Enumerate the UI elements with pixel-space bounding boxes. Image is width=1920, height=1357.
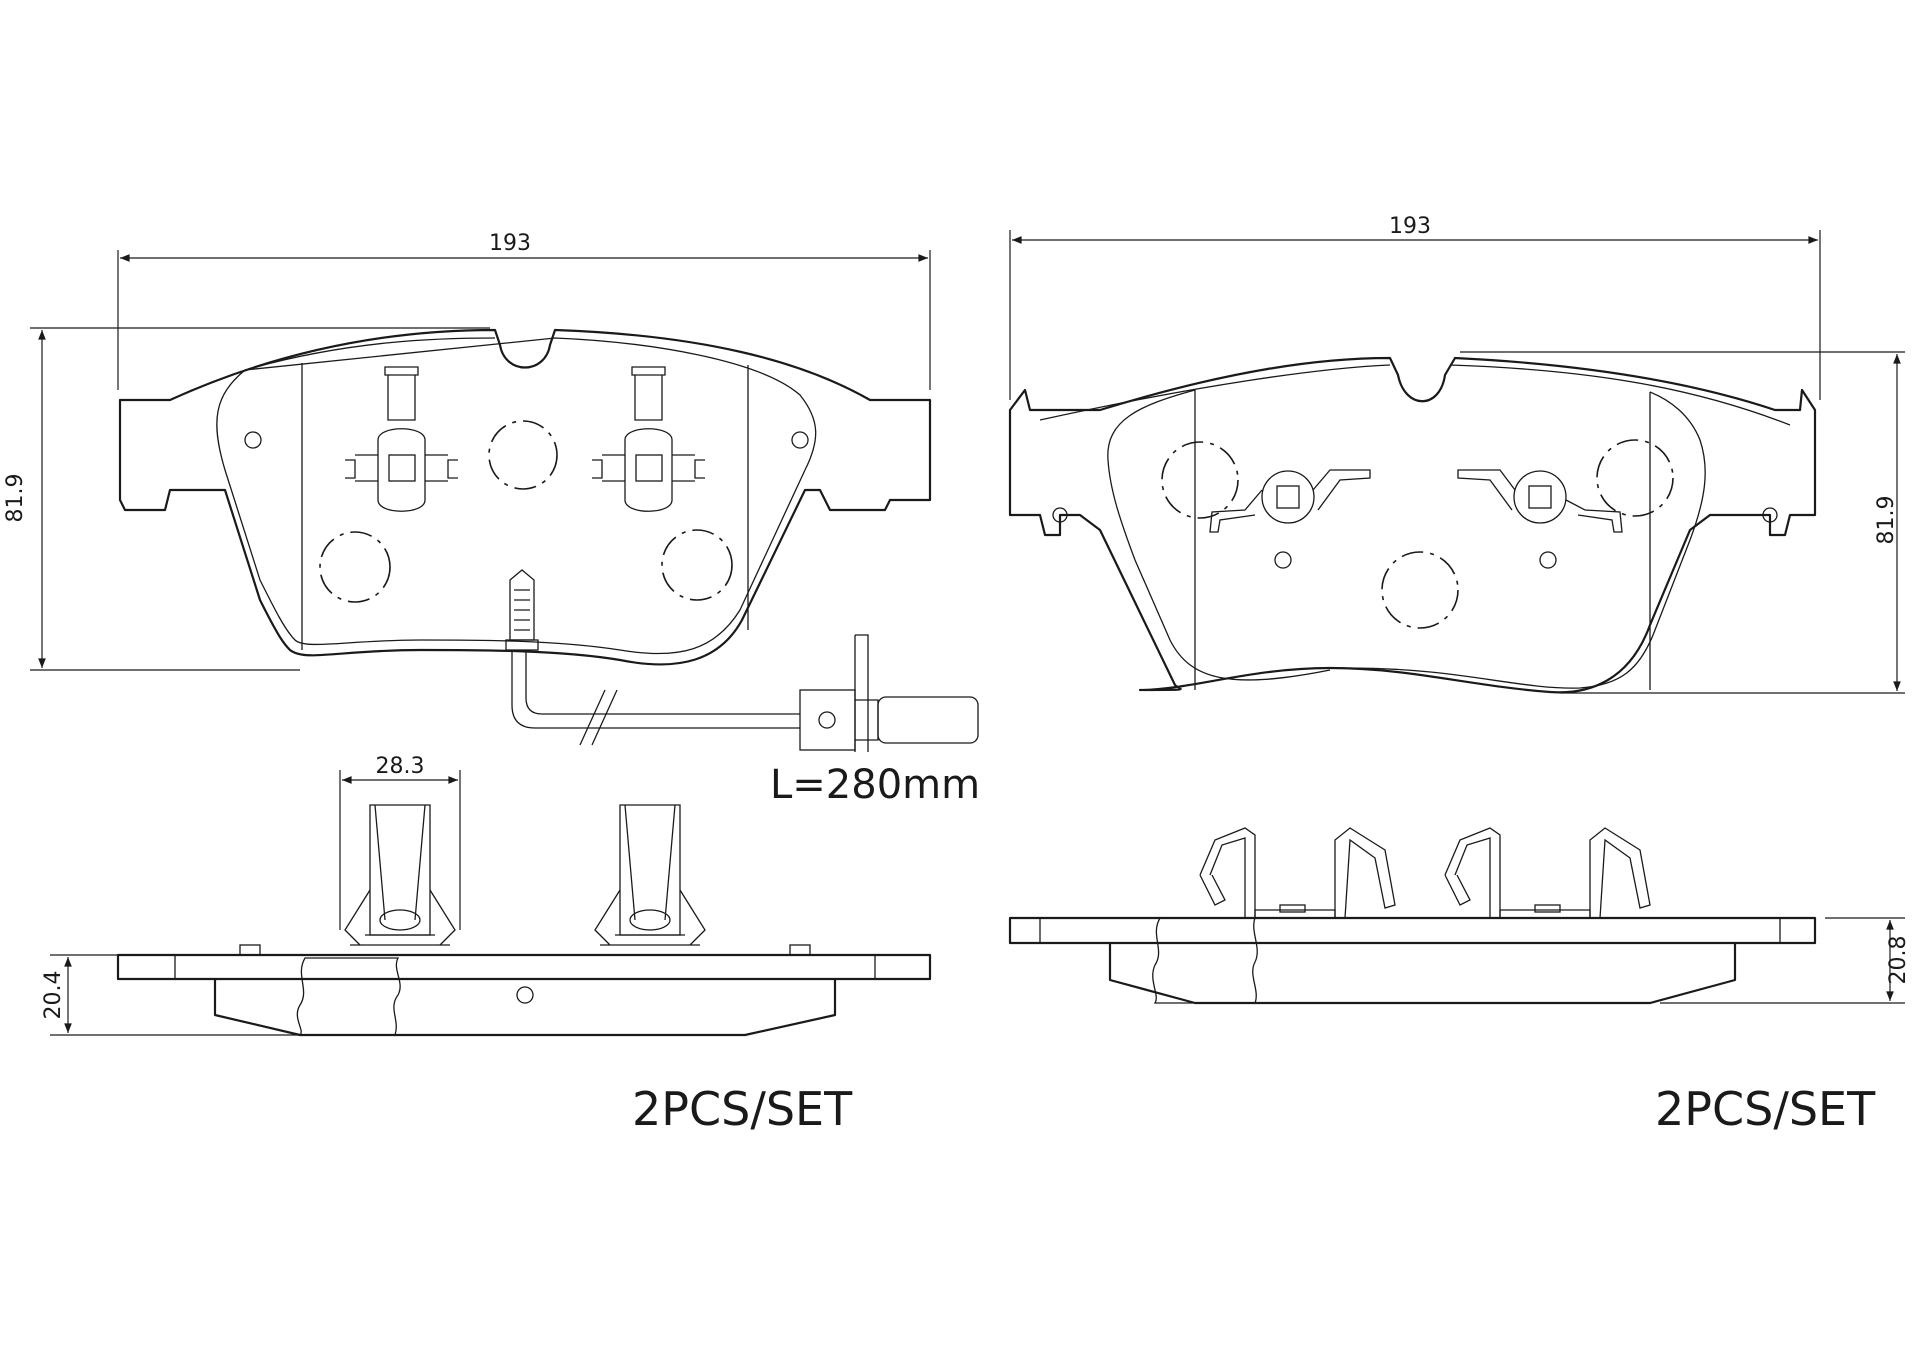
left-pad-side-view — [50, 770, 932, 1037]
right-clip-2 — [1457, 469, 1623, 533]
left-side-clip-1 — [344, 804, 456, 946]
left-clip-1 — [345, 366, 458, 512]
right-side-clip-1 — [1199, 827, 1256, 918]
left-width-dim: 193 — [489, 231, 531, 256]
right-pad-front-view — [1008, 230, 1905, 694]
right-width-dim: 193 — [1389, 214, 1431, 239]
right-set-label: 2PCS/SET — [1655, 1082, 1876, 1136]
right-thickness-dim: 20.8 — [1886, 936, 1911, 985]
right-side-clip-4 — [1589, 827, 1651, 919]
left-pad-front-view — [30, 250, 979, 752]
left-clip-2 — [592, 366, 705, 512]
left-set-label: 2PCS/SET — [632, 1082, 853, 1136]
right-side-clip-3 — [1444, 827, 1501, 918]
right-height-dim: 81.9 — [1874, 496, 1899, 545]
wire-length-label: L=280mm — [770, 762, 980, 808]
left-height-dim: 81.9 — [3, 474, 28, 523]
left-thickness-dim: 20.4 — [41, 971, 66, 1020]
right-clip-1 — [1209, 469, 1371, 533]
wear-sensor-wire — [505, 569, 979, 752]
clip-dim: 28.3 — [376, 754, 425, 779]
right-pad-side-view — [1008, 827, 1905, 1005]
left-side-clip-2 — [594, 804, 706, 946]
right-side-clip-2 — [1334, 827, 1396, 919]
